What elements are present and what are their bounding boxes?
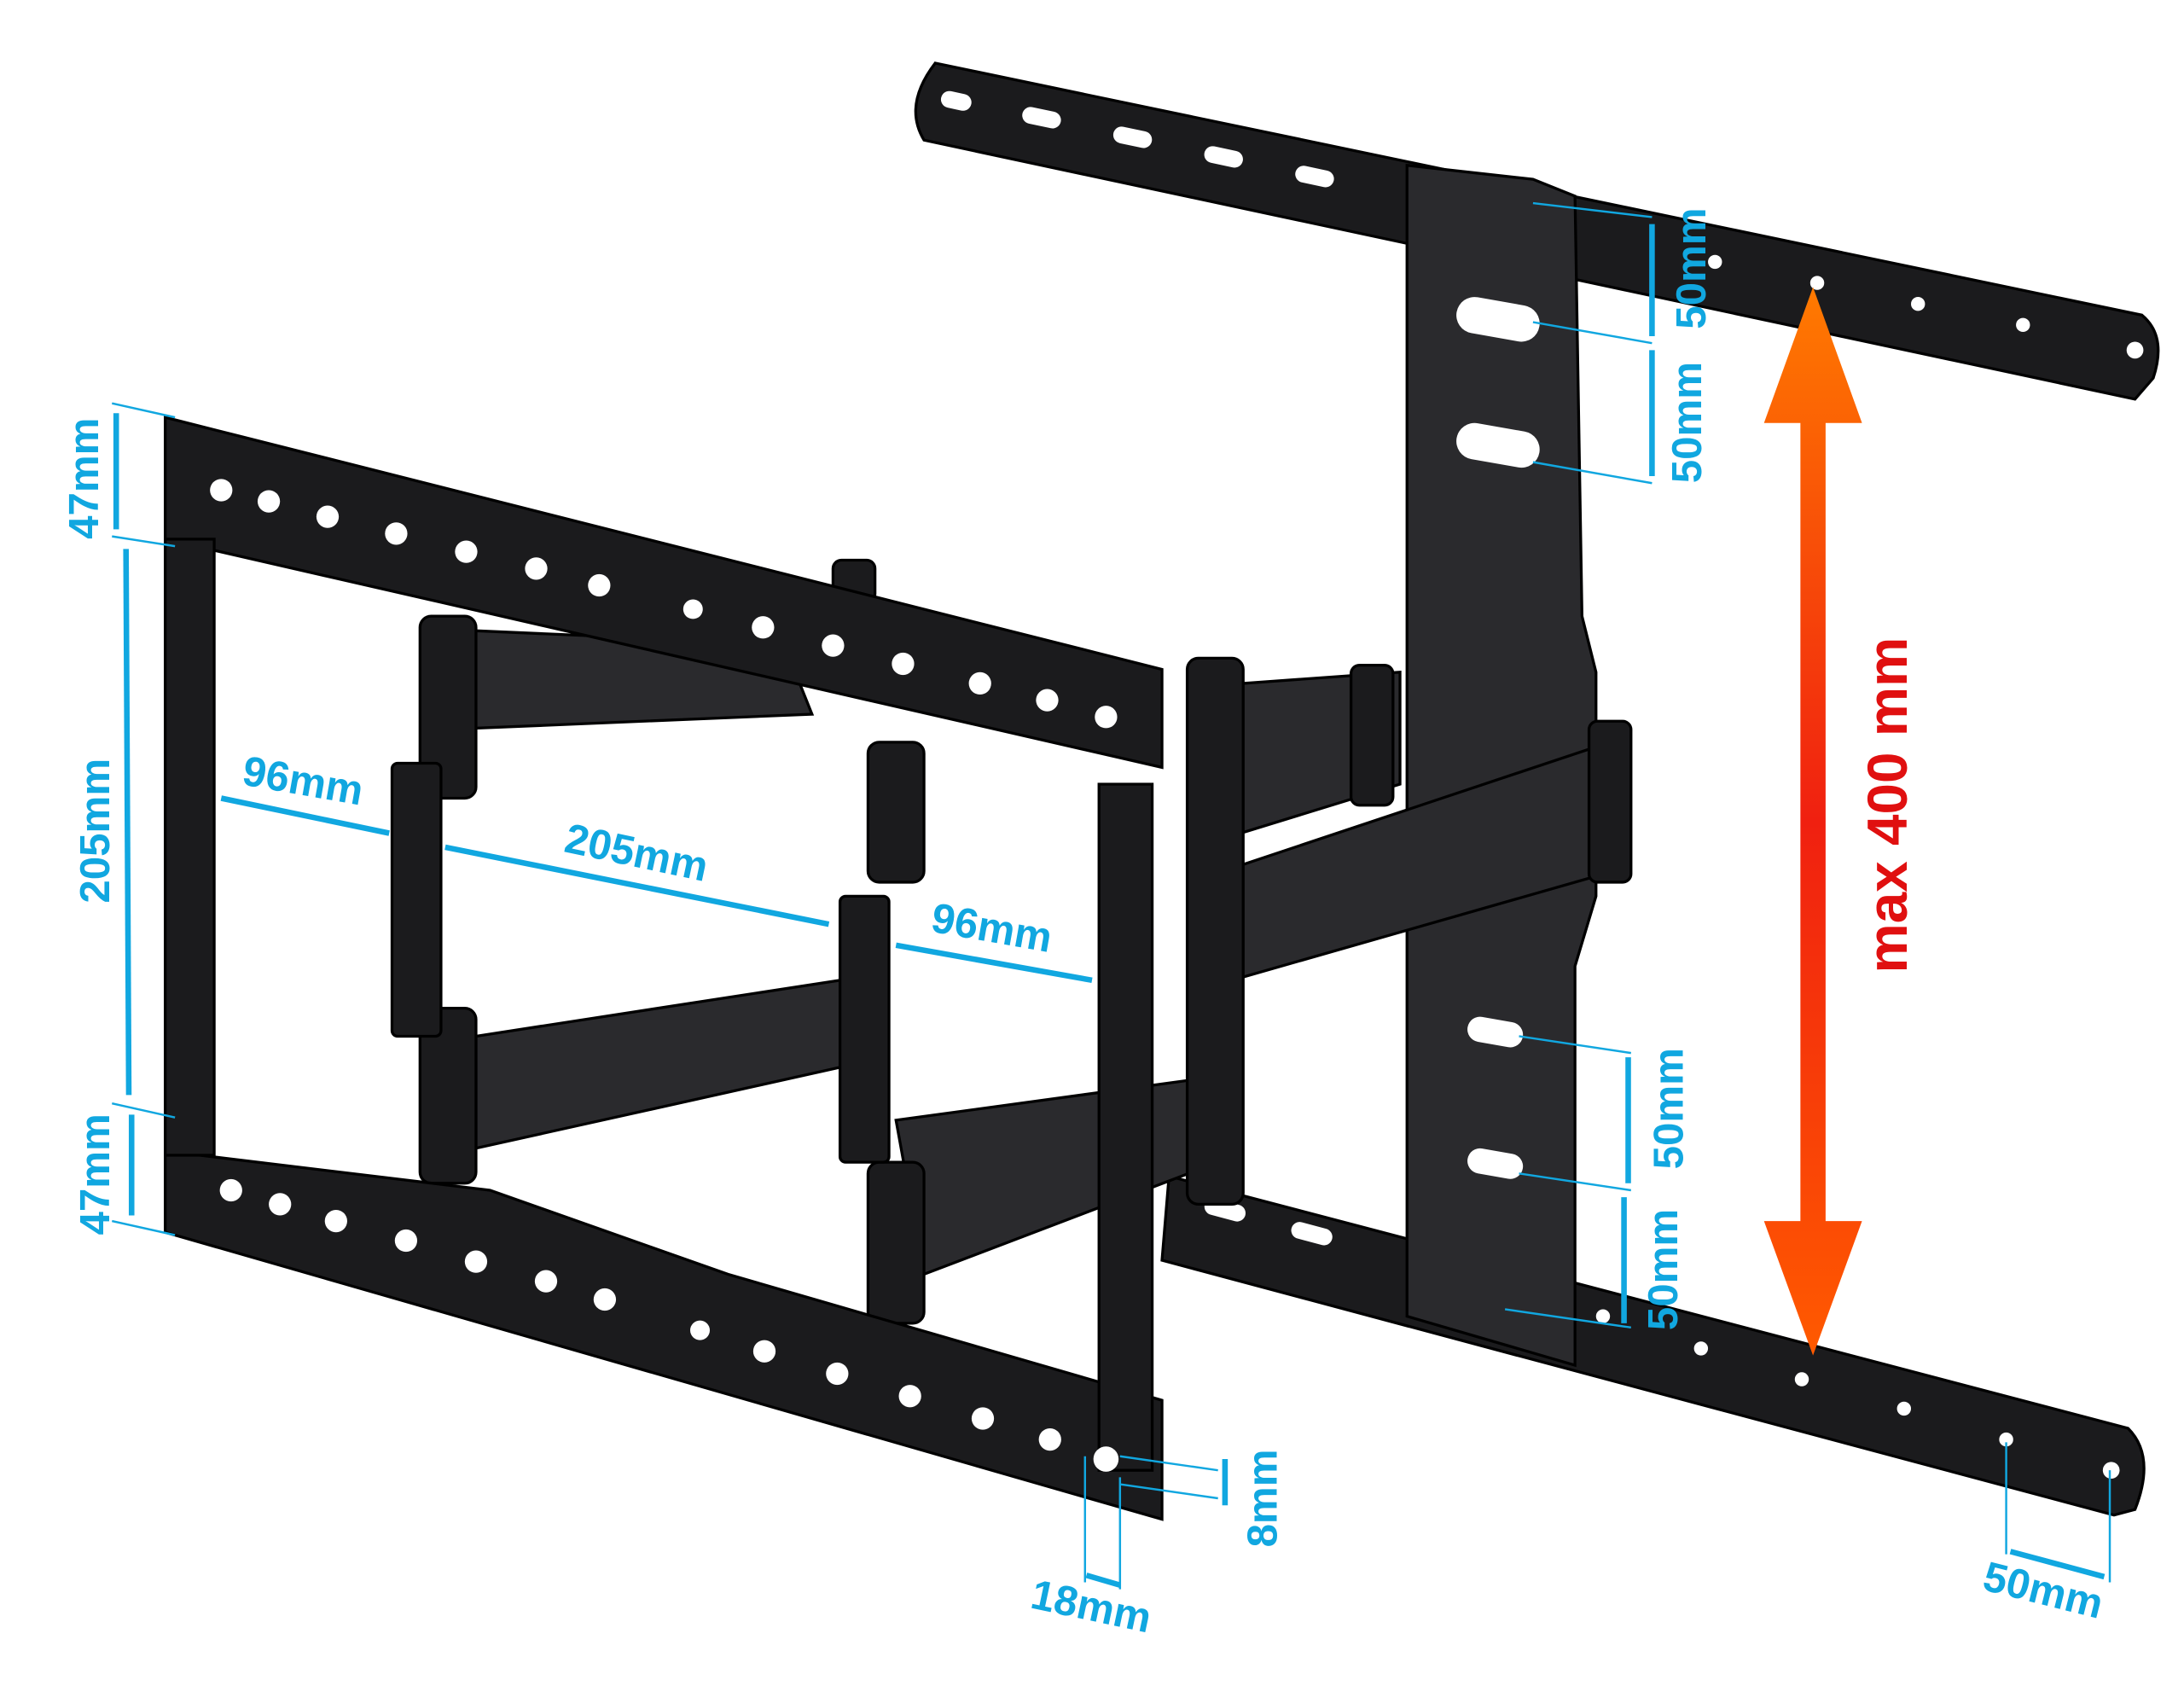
dim-wall-bottom-50b: 50mm: [1640, 1209, 1687, 1330]
wall-plate: [914, 61, 2160, 1517]
tv-bracket-frame: [164, 416, 1164, 1521]
dim-left-205: 205mm: [72, 759, 119, 904]
dim-max-400: max 400 mm: [1856, 637, 1919, 974]
dim-wall-top-50b: 50mm: [1664, 362, 1711, 483]
dim-wall-top-50a: 50mm: [1668, 207, 1715, 328]
dim-slot-18: 18mm: [1027, 1571, 1156, 1642]
dim-left-top-47: 47mm: [61, 418, 107, 539]
dim-hole-spacing-50: 50mm: [1978, 1553, 2107, 1628]
left-dimensions: 47mm 205mm 47mm 96mm 205mm 96mm 8mm 18mm: [61, 402, 1287, 1642]
dim-inner-middle-205: 205mm: [561, 815, 712, 891]
dim-wall-bottom-50a: 50mm: [1646, 1048, 1693, 1169]
dim-inner-right-96: 96mm: [928, 894, 1056, 962]
dim-left-bottom-47: 47mm: [72, 1113, 119, 1235]
max-400-arrow: [1763, 287, 1862, 1356]
dim-slot-8: 8mm: [1240, 1450, 1287, 1548]
